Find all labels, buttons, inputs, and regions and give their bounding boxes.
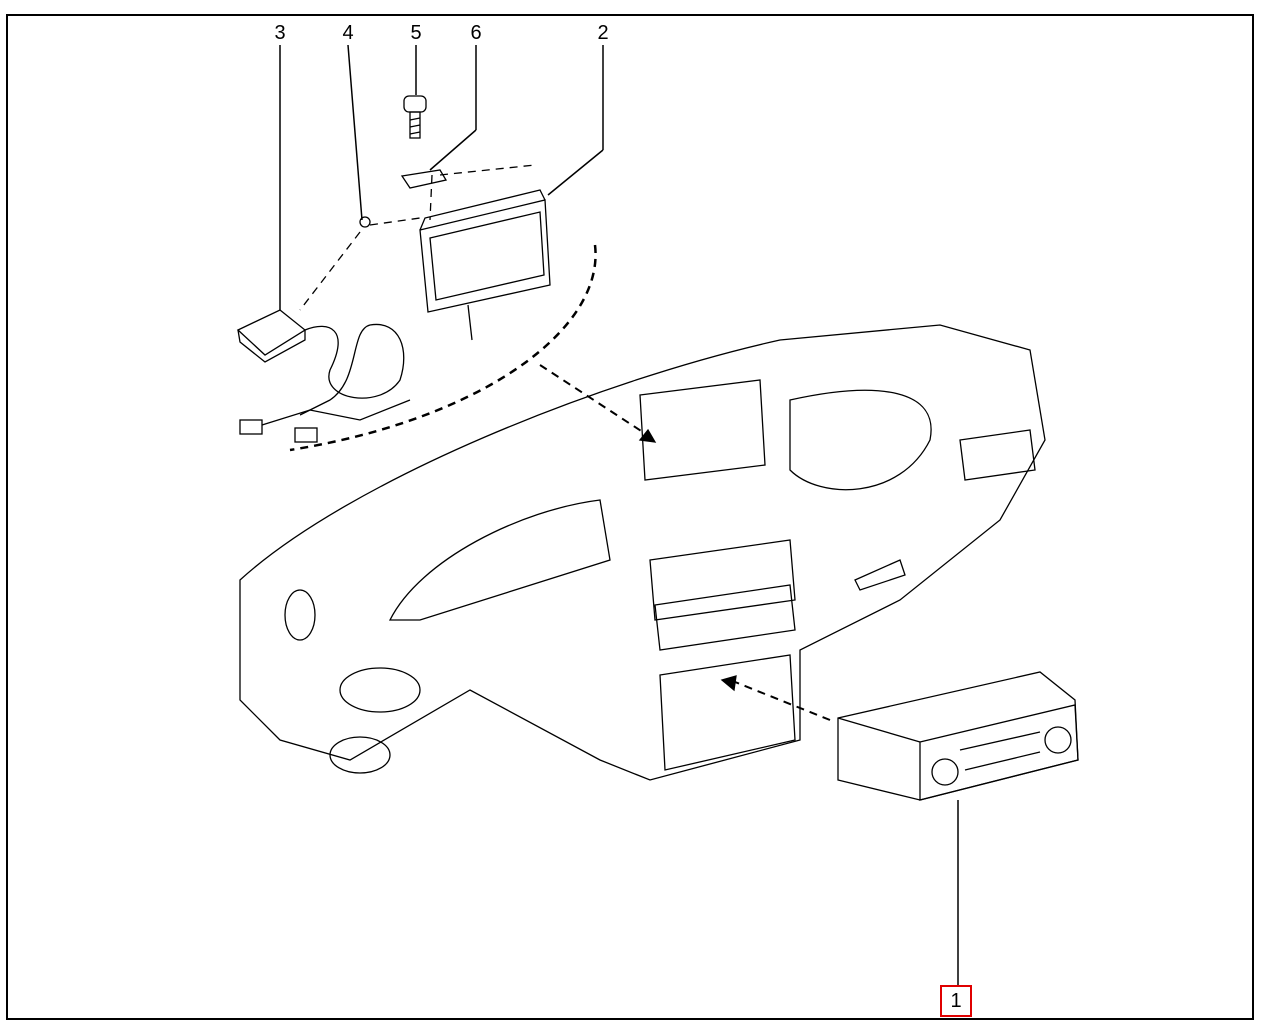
display-unit-part-2 (419, 189, 551, 341)
callout-label-2: 2 (597, 22, 609, 44)
assembly-guides (289, 164, 831, 721)
callout-label-1-highlighted[interactable]: 1 (940, 985, 972, 1017)
speaker-part-3 (236, 309, 411, 443)
leader-lines (279, 44, 959, 985)
callout-label-3: 3 (274, 22, 286, 44)
clip-part-6 (400, 169, 448, 189)
diagram-frame (6, 14, 1254, 1020)
dashboard-panel (239, 324, 1046, 781)
callout-label-5: 5 (410, 22, 422, 44)
radio-unit-part-1 (837, 671, 1079, 801)
callout-label-6: 6 (470, 22, 482, 44)
callout-label-4: 4 (342, 22, 354, 44)
screw-part-5 (403, 95, 427, 139)
screw-part-4 (359, 216, 371, 228)
